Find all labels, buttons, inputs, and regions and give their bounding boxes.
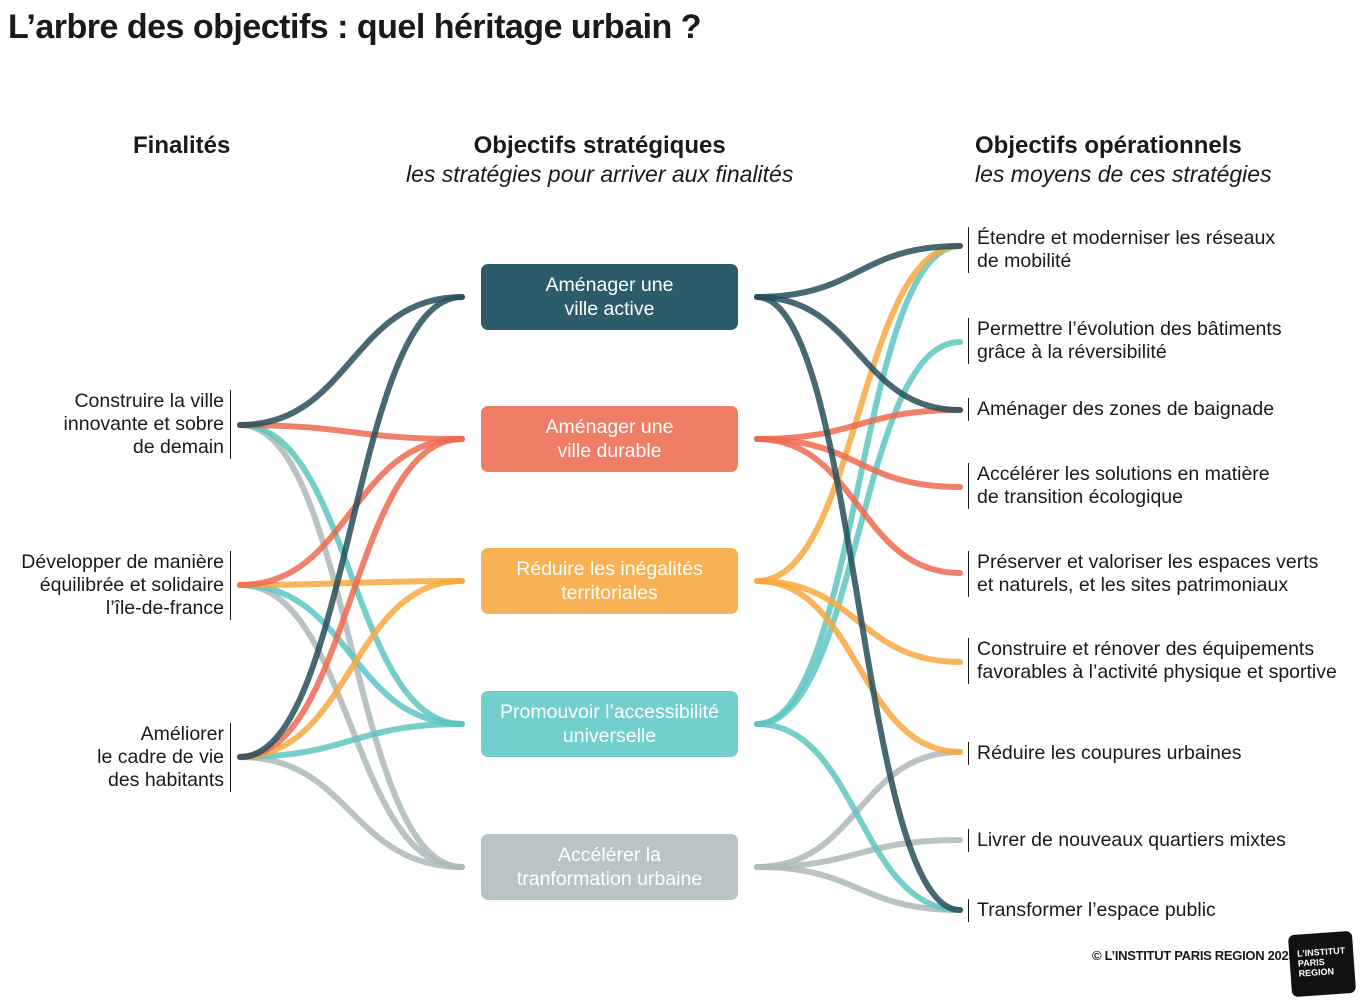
strategy-line: ville active [564, 298, 655, 320]
finalite-3-line: des habitants [107, 769, 224, 791]
header-strategiques-label: Objectifs stratégiques [473, 132, 726, 159]
link-strategy-1-operational-9 [754, 294, 963, 913]
operational-6: Construire et rénover des équipements fa… [968, 638, 1337, 684]
strategy-box-accessibilite: Promouvoir l’accessibilité universelle [481, 691, 738, 757]
link-strategy-1-operational-1 [754, 243, 963, 300]
link-strategy-2-operational-4 [754, 436, 963, 490]
operational-line: Préserver et valoriser les espaces verts [977, 551, 1319, 573]
finalite-2-line: l’île-de-france [105, 597, 224, 619]
operational-5: Préserver et valoriser les espaces verts… [968, 551, 1318, 597]
link-finalite-2-strategy-3 [237, 578, 465, 588]
link-strategy-4-operational-1 [754, 243, 963, 727]
link-finalite-1-strategy-4 [237, 422, 465, 727]
header-strategiques: Objectifs stratégiques les stratégies po… [406, 132, 793, 188]
operational-8: Livrer de nouveaux quartiers mixtes [968, 829, 1286, 852]
operational-line: Permettre l’évolution des bâtiments [977, 318, 1282, 340]
header-operationnels: Objectifs opérationnels les moyens de ce… [975, 132, 1272, 188]
links-layer [237, 243, 963, 913]
strategy-box-transformation: Accélérer la tranformation urbaine [481, 834, 738, 900]
strategy-line: territoriales [561, 582, 658, 604]
link-finalite-3-strategy-3 [237, 578, 465, 760]
copyright-notice: © L’INSTITUT PARIS REGION 2025 [1092, 948, 1296, 963]
operational-line: Accélérer les solutions en matière [977, 463, 1270, 485]
link-finalite-3-strategy-2 [237, 436, 465, 760]
finalite-3-line: le cadre de vie [97, 746, 224, 768]
operational-line: favorables à l’activité physique et spor… [977, 661, 1337, 683]
link-strategy-3-operational-7 [754, 578, 963, 755]
strategy-box-ville-active: Aménager une ville active [481, 264, 738, 330]
operational-7: Réduire les coupures urbaines [968, 742, 1242, 765]
operational-1: Étendre et moderniser les réseaux de mob… [968, 227, 1275, 273]
page-title: L’arbre des objectifs : quel héritage ur… [8, 8, 702, 46]
link-finalite-2-strategy-5 [237, 582, 465, 870]
finalite-1: Construire la ville innovante et sobre d… [64, 390, 231, 459]
operational-line: Aménager des zones de baignade [977, 398, 1275, 420]
finalite-1-line: innovante et sobre [63, 413, 224, 435]
header-finalites: Finalités [133, 132, 230, 160]
link-finalite-3-strategy-5 [237, 754, 465, 870]
operational-line: Construire et rénover des équipements [977, 638, 1315, 660]
link-finalite-1-strategy-5 [237, 422, 465, 870]
link-strategy-4-operational-2 [754, 339, 963, 727]
operational-3: Aménager des zones de baignade [968, 398, 1274, 421]
strategy-line: universelle [562, 725, 657, 747]
link-finalite-1-strategy-2 [237, 422, 465, 442]
operational-line: Étendre et moderniser les réseaux [977, 227, 1276, 249]
header-operationnels-label: Objectifs opérationnels [975, 132, 1242, 159]
finalite-3-line: Améliorer [140, 723, 224, 745]
strategy-box-inegalites: Réduire les inégalités territoriales [481, 548, 738, 614]
strategy-line: ville durable [557, 440, 662, 462]
header-operationnels-subtitle: les moyens de ces stratégies [975, 161, 1272, 187]
strategy-line: Promouvoir l’accessibilité [500, 701, 719, 723]
operational-2: Permettre l’évolution des bâtiments grâc… [968, 318, 1282, 364]
finalite-2-line: Développer de manière [21, 551, 224, 573]
link-strategy-1-operational-3 [754, 294, 963, 413]
link-finalite-2-strategy-4 [237, 582, 465, 727]
operational-line: Transformer l’espace public [977, 899, 1216, 921]
finalite-1-line: de demain [132, 436, 224, 458]
header-strategiques-subtitle: les stratégies pour arriver aux finalité… [406, 161, 794, 187]
link-finalite-2-strategy-2 [237, 436, 465, 588]
link-strategy-3-operational-1 [754, 243, 963, 584]
strategy-box-ville-durable: Aménager une ville durable [481, 406, 738, 472]
finalite-1-line: Construire la ville [74, 390, 224, 412]
link-strategy-2-operational-5 [754, 436, 963, 576]
operational-line: de mobilité [977, 250, 1072, 272]
link-finalite-3-strategy-4 [237, 721, 465, 760]
operational-line: de transition écologique [977, 486, 1183, 508]
operational-line: grâce à la réversibilité [977, 341, 1167, 363]
strategy-line: Accélérer la [558, 844, 661, 866]
finalite-2-line: équilibrée et solidaire [39, 574, 224, 596]
operational-9: Transformer l’espace public [968, 899, 1216, 922]
header-finalites-label: Finalités [133, 132, 231, 159]
strategy-line: Réduire les inégalités [516, 558, 703, 580]
operational-line: et naturels, et les sites patrimoniaux [977, 574, 1289, 596]
link-strategy-4-operational-9 [754, 721, 963, 913]
link-strategy-5-operational-8 [754, 837, 963, 870]
link-finalite-1-strategy-1 [237, 294, 465, 428]
operational-line: Réduire les coupures urbaines [977, 742, 1242, 764]
link-strategy-5-operational-9 [754, 864, 963, 913]
link-strategy-5-operational-7 [754, 749, 963, 870]
link-strategy-2-operational-3 [754, 407, 963, 442]
link-finalite-3-strategy-1 [237, 294, 465, 760]
finalite-2: Développer de manière équilibrée et soli… [21, 551, 231, 620]
operational-line: Livrer de nouveaux quartiers mixtes [977, 829, 1286, 851]
institut-logo: L’INSTITUT PARIS REGION [1287, 930, 1357, 998]
strategy-line: Aménager une [545, 274, 674, 296]
finalite-3: Améliorer le cadre de vie des habitants [97, 723, 231, 792]
operational-4: Accélérer les solutions en matière de tr… [968, 463, 1270, 509]
strategy-line: Aménager une [545, 416, 674, 438]
strategy-line: tranformation urbaine [516, 868, 703, 890]
